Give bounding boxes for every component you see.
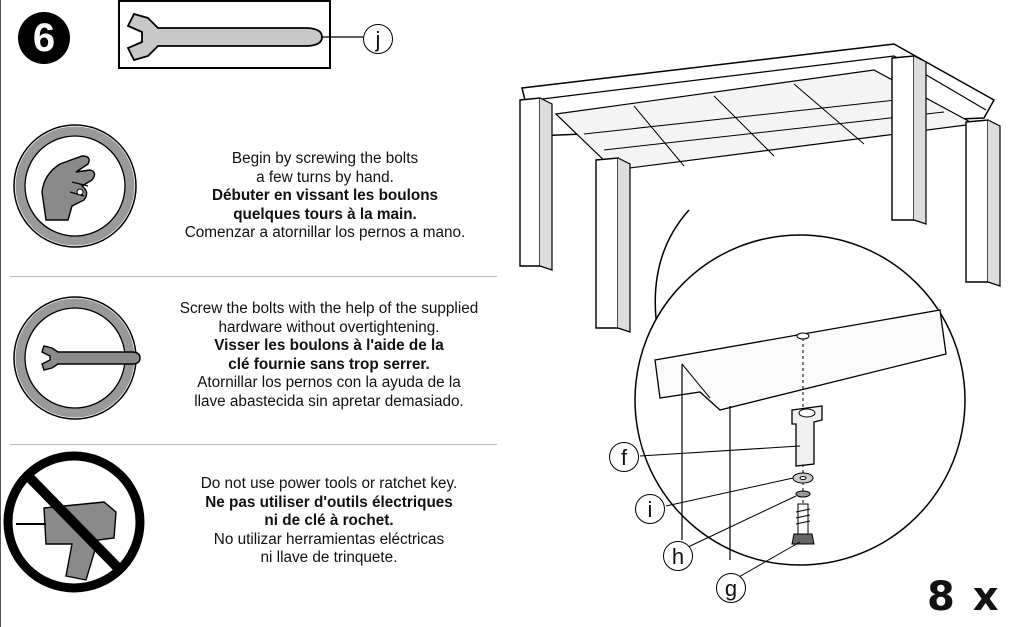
instruction-no-power-fr2: ni de clé à rochet. (264, 512, 394, 529)
instruction-wrench-fr: Visser les boulons à l'aide de la (214, 337, 444, 354)
instruction-wrench-fr2: clé fournie sans trop serrer. (228, 355, 430, 373)
instruction-hand-fr2: quelques tours à la main. (233, 205, 417, 223)
part-label-g: g (716, 573, 746, 603)
instruction-hand-fr: Débuter en vissant les boulons (211, 187, 439, 204)
instruction-wrench-en2: hardware without overtightening. (218, 318, 440, 336)
instruction-wrench-es: Atornillar los pernos con la ayuda de la (197, 374, 461, 391)
instruction-no-power-tools: Do not use power tools or ratchet key. N… (150, 475, 508, 568)
part-label-i: i (635, 494, 665, 524)
instruction-hand-en2: a few turns by hand. (256, 168, 394, 186)
quantity-label: 8 x (927, 574, 1001, 620)
instruction-hand: Begin by screwing the bolts a few turns … (142, 150, 508, 243)
no-drill-icon (3, 451, 145, 593)
instruction-no-power-fr: Ne pas utiliser d'outils électriques (205, 493, 453, 511)
instruction-wrench-es2: llave abastecida sin apretar demasiado. (194, 392, 464, 410)
instruction-wrench: Screw the bolts with the help of the sup… (142, 300, 516, 411)
instruction-no-power-en: Do not use power tools or ratchet key. (200, 475, 458, 492)
instruction-no-power-es2: ni llave de trinquete. (260, 549, 398, 566)
step-number: 6 (18, 12, 70, 64)
wrench-icon (126, 12, 363, 62)
part-label-h: h (663, 541, 693, 571)
instruction-wrench-en: Screw the bolts with the help of the sup… (179, 300, 479, 317)
wrench-circle-icon (13, 296, 141, 420)
instruction-no-power-es: No utilizar herramientas eléctricas (213, 530, 445, 548)
part-label-f: f (609, 442, 639, 472)
divider-2 (10, 444, 497, 445)
instruction-hand-en: Begin by screwing the bolts (231, 150, 419, 167)
hand-icon (13, 124, 137, 248)
part-label-j: j (363, 24, 393, 54)
left-border (0, 0, 1, 627)
table-illustration (519, 43, 1001, 341)
divider-1 (10, 276, 497, 277)
instruction-hand-es: Comenzar a atornillar los pernos a mano. (184, 224, 466, 241)
detail-magnifier (634, 234, 966, 583)
